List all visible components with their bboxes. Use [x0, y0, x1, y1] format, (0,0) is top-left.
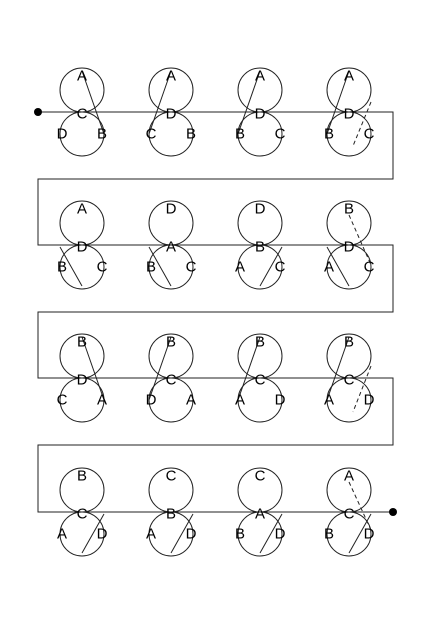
- label-right: B: [186, 126, 196, 143]
- swap-line: [81, 336, 105, 401]
- swap-line: [148, 70, 172, 135]
- swap-line: [348, 513, 372, 554]
- label-center: D: [77, 239, 88, 256]
- swap-line: [148, 246, 172, 287]
- label-top: D: [166, 201, 177, 218]
- label-right: C: [364, 126, 375, 143]
- label-left: B: [324, 526, 334, 543]
- label-center: C: [344, 372, 355, 389]
- label-left: D: [57, 126, 68, 143]
- label-left: A: [235, 392, 245, 409]
- label-right: D: [186, 526, 197, 543]
- label-right: A: [186, 392, 196, 409]
- label-center: C: [166, 372, 177, 389]
- label-center: A: [255, 506, 265, 523]
- label-right: D: [275, 392, 286, 409]
- label-right: C: [275, 126, 286, 143]
- label-center: A: [166, 239, 176, 256]
- label-top: A: [166, 68, 176, 85]
- label-center: C: [344, 506, 355, 523]
- swap-line: [237, 336, 261, 401]
- label-left: B: [235, 526, 245, 543]
- swap-line: [237, 70, 261, 135]
- label-center: C: [255, 372, 266, 389]
- path-start-dot: [34, 108, 42, 116]
- label-center: D: [77, 372, 88, 389]
- label-right: C: [364, 259, 375, 276]
- label-top: C: [255, 468, 266, 485]
- swap-line: [170, 513, 194, 554]
- swap-line: [148, 336, 172, 401]
- label-center: C: [77, 106, 88, 123]
- dashed-swap-line: [352, 365, 372, 413]
- label-top: A: [255, 68, 265, 85]
- label-top: D: [255, 201, 266, 218]
- label-left: A: [235, 259, 245, 276]
- label-center: D: [255, 106, 266, 123]
- lower-circle: [237, 244, 283, 290]
- label-left: A: [324, 259, 334, 276]
- swap-line: [59, 246, 83, 287]
- label-top: A: [344, 68, 354, 85]
- label-right: D: [275, 526, 286, 543]
- label-top: B: [77, 468, 87, 485]
- label-center: D: [166, 106, 177, 123]
- label-top: B: [344, 201, 354, 218]
- label-right: B: [97, 126, 107, 143]
- label-top: B: [77, 334, 87, 351]
- swap-line: [326, 246, 350, 287]
- label-left: D: [146, 392, 157, 409]
- label-left: B: [57, 259, 67, 276]
- lower-circle: [59, 511, 105, 557]
- label-center: B: [166, 506, 176, 523]
- swap-line: [326, 336, 350, 401]
- label-left: A: [146, 526, 156, 543]
- label-left: A: [324, 392, 334, 409]
- swap-line: [326, 70, 350, 135]
- swap-line: [259, 246, 283, 287]
- label-right: D: [364, 392, 375, 409]
- label-right: C: [186, 259, 197, 276]
- label-top: A: [77, 201, 87, 218]
- lower-circle: [326, 511, 372, 557]
- dashed-swap-line: [348, 214, 372, 266]
- label-top: A: [77, 68, 87, 85]
- label-left: B: [146, 259, 156, 276]
- lower-circle: [148, 244, 194, 290]
- label-left: A: [57, 526, 67, 543]
- serpentine-path: [37, 111, 394, 513]
- lower-circle: [326, 244, 372, 290]
- lower-circle: [237, 511, 283, 557]
- label-left: B: [324, 126, 334, 143]
- dashed-swap-line: [348, 481, 372, 531]
- swap-line: [81, 70, 105, 135]
- lower-circle: [59, 244, 105, 290]
- label-top: B: [344, 334, 354, 351]
- label-top: B: [255, 334, 265, 351]
- path-end-dot: [389, 508, 397, 516]
- label-center: C: [77, 506, 88, 523]
- label-top: A: [344, 468, 354, 485]
- label-top: B: [166, 334, 176, 351]
- label-left: C: [146, 126, 157, 143]
- label-center: D: [344, 239, 355, 256]
- label-center: D: [344, 106, 355, 123]
- label-left: C: [57, 392, 68, 409]
- label-right: C: [97, 259, 108, 276]
- label-right: D: [364, 526, 375, 543]
- label-right: A: [97, 392, 107, 409]
- label-center: B: [255, 239, 265, 256]
- dashed-swap-line: [352, 101, 372, 147]
- label-right: D: [97, 526, 108, 543]
- label-right: C: [275, 259, 286, 276]
- label-left: B: [235, 126, 245, 143]
- lower-circle: [148, 511, 194, 557]
- label-top: C: [166, 468, 177, 485]
- swap-line: [259, 513, 283, 554]
- swap-line: [81, 513, 105, 554]
